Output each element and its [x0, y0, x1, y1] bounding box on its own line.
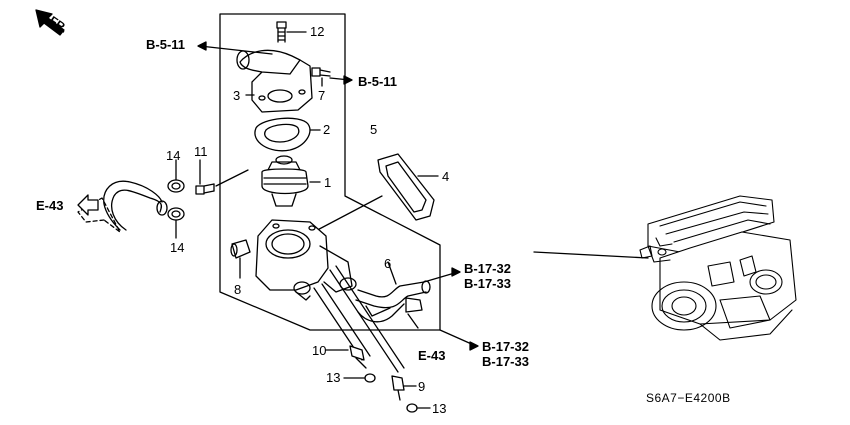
callout-1: 1 [324, 175, 332, 190]
e43-arrow-icon [77, 194, 99, 216]
fitting-part-8 [230, 239, 251, 279]
bolt-part-12 [276, 21, 307, 43]
leader-engine [533, 251, 649, 259]
ref-b-17-32-lower[interactable]: B-17-32 [482, 339, 529, 354]
callout-5: 5 [370, 122, 378, 137]
ref-b-17-33-lower[interactable]: B-17-33 [482, 354, 529, 369]
callout-10: 10 [312, 343, 327, 358]
callout-13-lower: 13 [432, 401, 447, 416]
assembly-outline [219, 13, 441, 331]
callout-2: 2 [323, 122, 331, 137]
ref-b-17-33-upper[interactable]: B-17-33 [464, 276, 511, 291]
front-direction-arrow-icon [35, 9, 65, 36]
reference-arrows [197, 41, 479, 351]
ref-b-5-11-right[interactable]: B-5-11 [358, 74, 398, 89]
bolt-part-7 [311, 67, 331, 87]
callout-8: 8 [234, 282, 242, 297]
water-pipe-part-6 [355, 261, 431, 329]
sensor-part-10 [325, 345, 367, 369]
ref-e-43-left[interactable]: E-43 [36, 198, 64, 213]
clip-part-13-lower [406, 403, 431, 413]
callout-7: 7 [318, 88, 326, 103]
hose-clamp-part-14-upper [167, 159, 185, 193]
callout-13-upper: 13 [326, 370, 341, 385]
bypass-pipe [313, 265, 405, 373]
diagram-code: S6A7−E4200B [646, 391, 731, 405]
callout-11: 11 [194, 144, 208, 159]
sensor-part-9 [391, 375, 417, 401]
clip-part-13-upper [343, 373, 376, 383]
ref-b-17-32-upper[interactable]: B-17-32 [464, 261, 511, 276]
callout-14-lower: 14 [170, 240, 185, 255]
water-outlet-part-3 [236, 49, 313, 113]
thermostat-part-1 [261, 155, 321, 207]
callout-9: 9 [418, 379, 426, 394]
engine-illustration [639, 195, 797, 341]
thermostat-housing [255, 219, 357, 301]
gasket-part-4 [377, 153, 439, 221]
callout-12: 12 [310, 24, 325, 39]
ref-b-5-11-left[interactable]: B-5-11 [146, 37, 186, 52]
bolt-part-11 [195, 159, 249, 195]
hose-clamp-part-14-lower [167, 207, 185, 239]
callout-6: 6 [384, 256, 392, 271]
ref-e-43-bottom[interactable]: E-43 [418, 348, 446, 363]
callout-3: 3 [233, 88, 241, 103]
callout-14-upper: 14 [166, 148, 181, 163]
callout-4: 4 [442, 169, 450, 184]
gasket-part-2 [254, 117, 321, 152]
